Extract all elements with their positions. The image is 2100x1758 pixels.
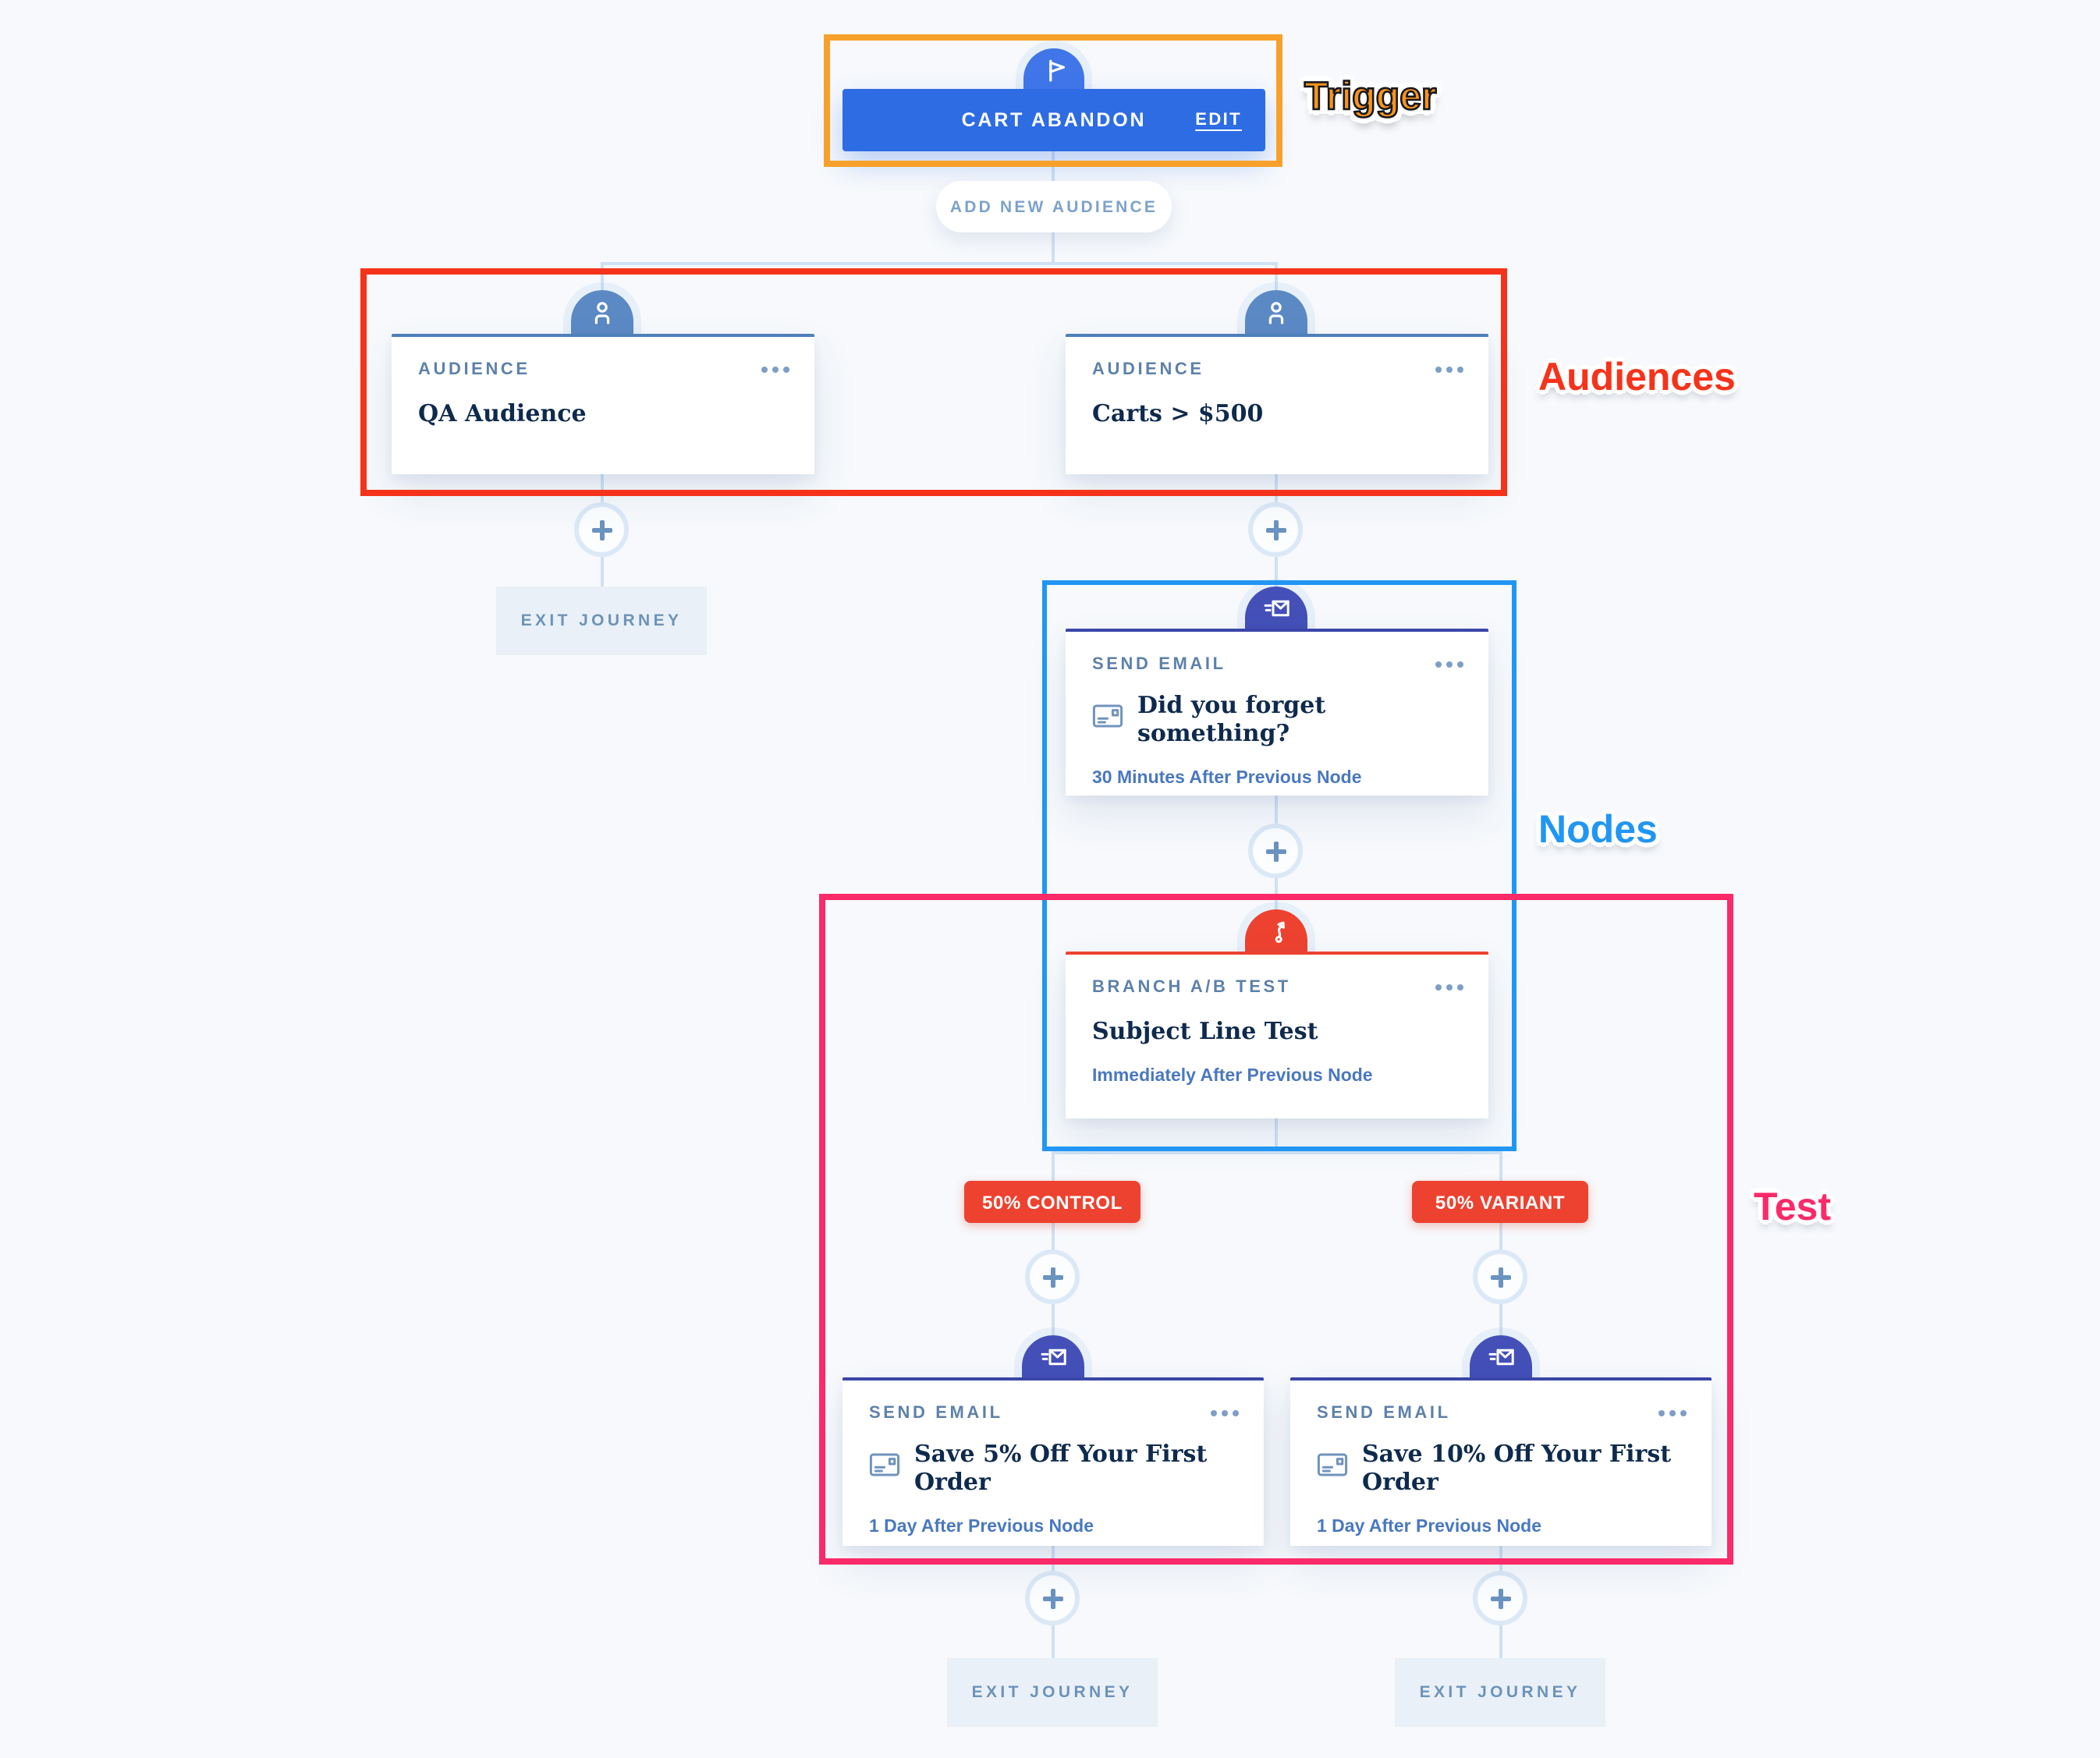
connector-line xyxy=(1052,1625,1055,1658)
ellipsis-icon[interactable] xyxy=(1211,1410,1239,1416)
add-node-button[interactable] xyxy=(1025,1571,1080,1625)
trigger-annotation-label: Trigger xyxy=(1304,74,1438,120)
connector-line xyxy=(1499,1151,1502,1182)
audience-node-carts-over-500[interactable]: AUDIENCE Carts > $500 xyxy=(1066,334,1488,474)
node-title: QA Audience xyxy=(418,399,587,427)
connector-line xyxy=(1052,1304,1055,1337)
send-email-node-save-5[interactable]: SEND EMAIL Save 5% Off Your First Order … xyxy=(842,1377,1264,1546)
node-timing: 1 Day After Previous Node xyxy=(1317,1518,1542,1536)
exit-journey-label: EXIT JOURNEY xyxy=(1419,1683,1581,1702)
send-email-icon xyxy=(1038,1335,1068,1379)
connector-line xyxy=(1275,878,1278,909)
audience-node-qa-audience[interactable]: AUDIENCE QA Audience xyxy=(392,334,814,474)
node-timing: Immediately After Previous Node xyxy=(1092,1067,1373,1086)
nodes-annotation-label: Nodes xyxy=(1538,808,1658,852)
email-preview-icon xyxy=(1092,704,1123,735)
email-preview-icon xyxy=(869,1452,900,1483)
flag-icon xyxy=(1040,48,1068,92)
connector-line xyxy=(1052,1223,1055,1251)
node-type-label: SEND EMAIL xyxy=(869,1404,1003,1423)
node-title: Save 10% Off Your First Order xyxy=(1317,1440,1687,1496)
test-annotation-label: Test xyxy=(1754,1186,1832,1229)
exit-journey-label: EXIT JOURNEY xyxy=(971,1683,1133,1702)
send-email-node-save-10[interactable]: SEND EMAIL Save 10% Off Your First Order… xyxy=(1290,1377,1712,1546)
node-title: Carts > $500 xyxy=(1092,399,1264,427)
send-email-icon xyxy=(1486,1335,1516,1379)
connector-line xyxy=(1052,1151,1055,1182)
add-new-audience-label: ADD NEW AUDIENCE xyxy=(949,197,1158,216)
connector-line xyxy=(1052,1151,1502,1154)
connector-line xyxy=(1052,151,1055,181)
control-split-badge: 50% CONTROL xyxy=(964,1181,1140,1223)
connector-line xyxy=(1275,474,1278,504)
connector-line xyxy=(1052,1546,1055,1572)
exit-journey-label: EXIT JOURNEY xyxy=(520,611,683,630)
connector-line xyxy=(1499,1625,1502,1658)
ellipsis-icon[interactable] xyxy=(1435,661,1463,668)
node-timing: 1 Day After Previous Node xyxy=(869,1518,1094,1536)
ellipsis-icon[interactable] xyxy=(1435,367,1463,373)
node-type-label: AUDIENCE xyxy=(418,360,530,379)
connector-line xyxy=(601,557,604,587)
node-title: Subject Line Test xyxy=(1092,1017,1318,1045)
connector-line xyxy=(1499,1223,1502,1251)
ellipsis-icon[interactable] xyxy=(761,367,789,373)
node-type-label: BRANCH A/B TEST xyxy=(1092,978,1291,997)
add-new-audience-button[interactable]: ADD NEW AUDIENCE xyxy=(936,181,1172,232)
exit-journey-terminal: EXIT JOURNEY xyxy=(1395,1658,1605,1727)
person-icon xyxy=(588,290,616,334)
node-type-label: SEND EMAIL xyxy=(1317,1404,1451,1423)
add-node-button[interactable] xyxy=(1248,502,1303,557)
connector-line xyxy=(601,262,604,292)
exit-journey-terminal: EXIT JOURNEY xyxy=(947,1658,1158,1727)
add-node-button[interactable] xyxy=(574,502,629,557)
ab-test-route-icon xyxy=(1262,909,1290,953)
node-title: Did you forget something? xyxy=(1092,691,1463,747)
branch-ab-test-node[interactable]: BRANCH A/B TEST Subject Line Test Immedi… xyxy=(1066,952,1488,1118)
trigger-title: CART ABANDON xyxy=(961,109,1147,131)
node-type-label: AUDIENCE xyxy=(1092,360,1204,379)
connector-line xyxy=(1275,1118,1278,1153)
edit-trigger-link[interactable]: EDIT xyxy=(1195,111,1242,129)
connector-line xyxy=(1499,1304,1502,1337)
connector-line xyxy=(1275,796,1278,825)
connector-line xyxy=(1275,262,1278,292)
connector-line xyxy=(601,474,604,504)
node-title: Save 5% Off Your First Order xyxy=(869,1440,1239,1496)
connector-line xyxy=(1275,557,1278,587)
email-preview-icon xyxy=(1317,1452,1348,1483)
ellipsis-icon[interactable] xyxy=(1435,984,1463,991)
variant-split-badge: 50% VARIANT xyxy=(1412,1181,1588,1223)
ellipsis-icon[interactable] xyxy=(1658,1410,1687,1416)
send-email-icon xyxy=(1261,587,1291,630)
connector-line xyxy=(1052,232,1055,264)
add-node-button[interactable] xyxy=(1248,824,1303,878)
node-timing: 30 Minutes After Previous Node xyxy=(1092,769,1362,788)
add-node-button[interactable] xyxy=(1473,1571,1527,1625)
add-node-button[interactable] xyxy=(1473,1249,1527,1304)
trigger-node[interactable]: CART ABANDON EDIT xyxy=(842,89,1265,151)
exit-journey-terminal: EXIT JOURNEY xyxy=(496,587,707,655)
node-type-label: SEND EMAIL xyxy=(1092,655,1226,674)
add-node-button[interactable] xyxy=(1025,1249,1080,1304)
send-email-node-did-you-forget[interactable]: SEND EMAIL Did you forget something? 30 … xyxy=(1066,629,1488,796)
connector-line xyxy=(601,262,1278,265)
audiences-annotation-label: Audiences xyxy=(1538,356,1736,399)
person-icon xyxy=(1262,290,1290,334)
connector-line xyxy=(1499,1546,1502,1572)
